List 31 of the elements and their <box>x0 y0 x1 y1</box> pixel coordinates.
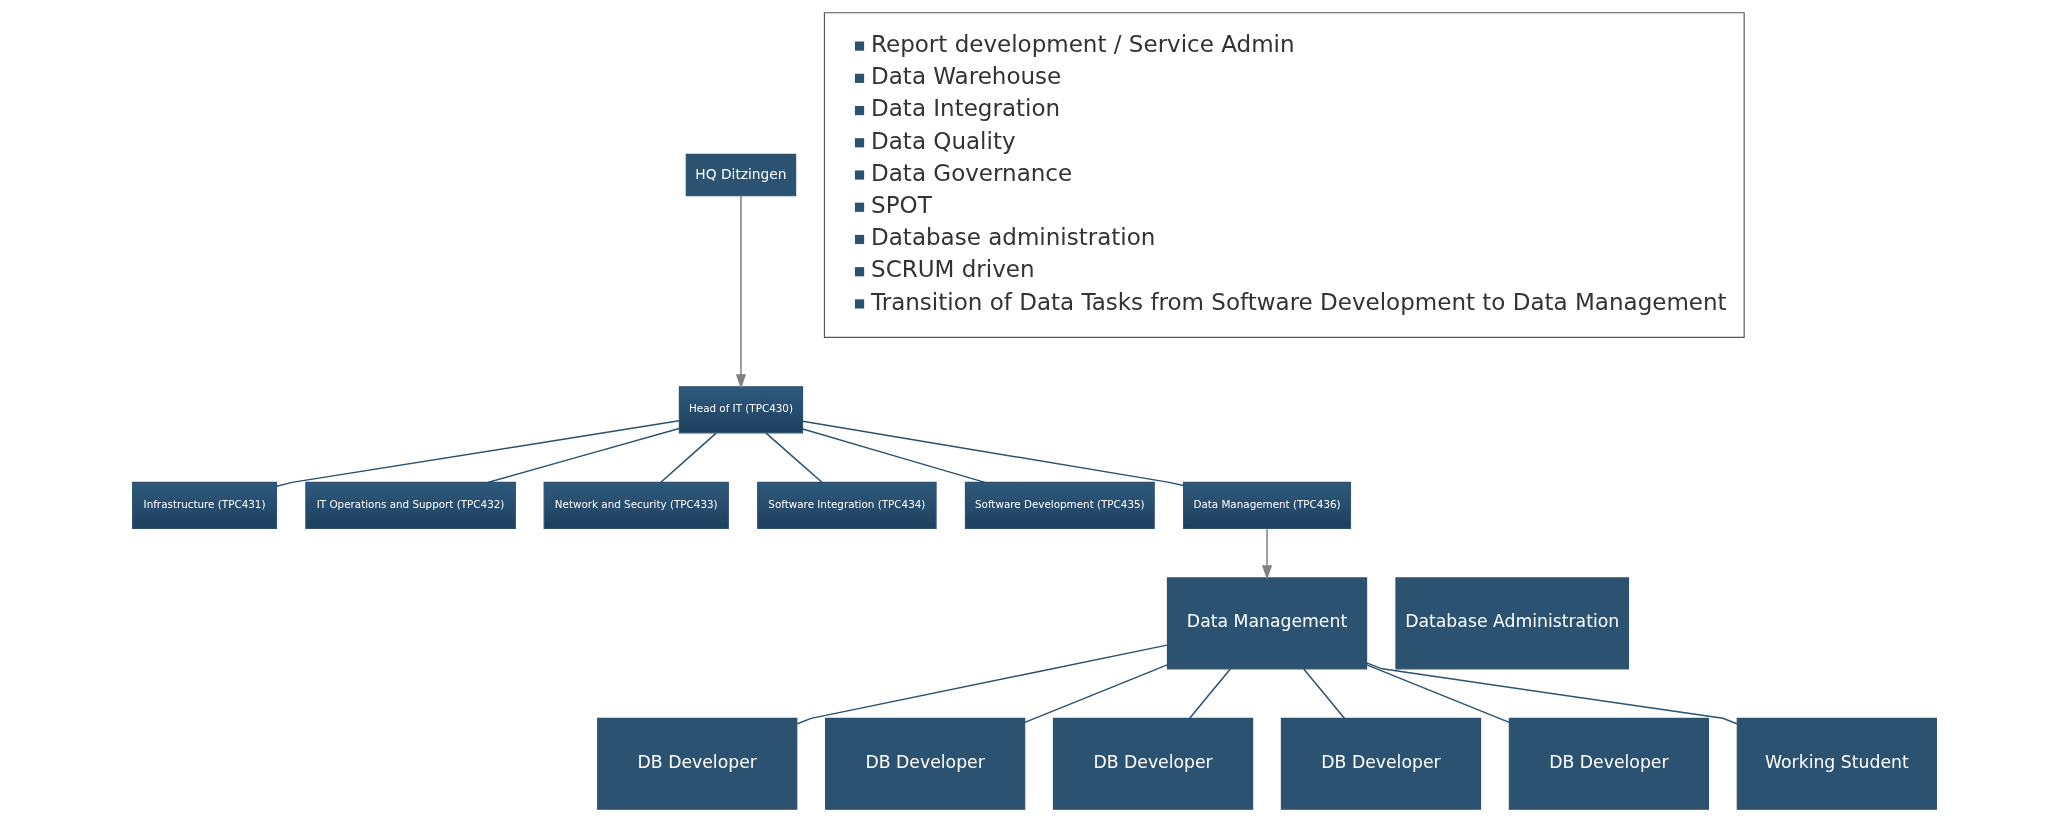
node-box: HQ Ditzingen <box>685 153 797 197</box>
connector <box>802 428 986 484</box>
node-box: Working Student <box>1736 717 1937 810</box>
node-box: Infrastructure (TPC431) <box>132 481 278 529</box>
connector <box>487 427 680 484</box>
node-box: Network and Security (TPC433) <box>543 481 729 529</box>
connector <box>802 420 1184 487</box>
connector <box>660 432 717 484</box>
arrow <box>735 195 747 389</box>
node-box: Software Integration (TPC434) <box>757 481 937 529</box>
node-box: DB Developer <box>825 717 1026 810</box>
arrow <box>1261 528 1273 580</box>
connector <box>1366 664 1511 724</box>
node-box: IT Operations and Support (TPC432) <box>305 481 516 529</box>
node-box: DB Developer <box>1280 717 1482 810</box>
connector <box>1365 662 1738 725</box>
node-box: Software Development (TPC435) <box>964 481 1155 529</box>
connector <box>765 432 823 484</box>
node-box: DB Developer <box>597 717 798 810</box>
connector <box>1024 664 1168 724</box>
node-box: DB Developer <box>1052 717 1254 810</box>
connector <box>276 420 680 487</box>
node-box: Head of IT (TPC430) <box>678 386 804 434</box>
connector <box>1302 668 1346 720</box>
node-box: Database Administration <box>1395 577 1630 670</box>
connector <box>1188 668 1232 720</box>
node-box: DB Developer <box>1508 717 1710 810</box>
node-box: Data Management <box>1166 577 1368 670</box>
node-box: Report development / Service Admin Data Warehouse Data Integration Data Quality Data Governance SPOT Database administration SCRUM driven Transition of Data Tasks from Software Development to Data Management <box>823 12 1745 338</box>
node-box: Data Management (TPC436) <box>1183 481 1352 529</box>
connector <box>796 644 1168 725</box>
